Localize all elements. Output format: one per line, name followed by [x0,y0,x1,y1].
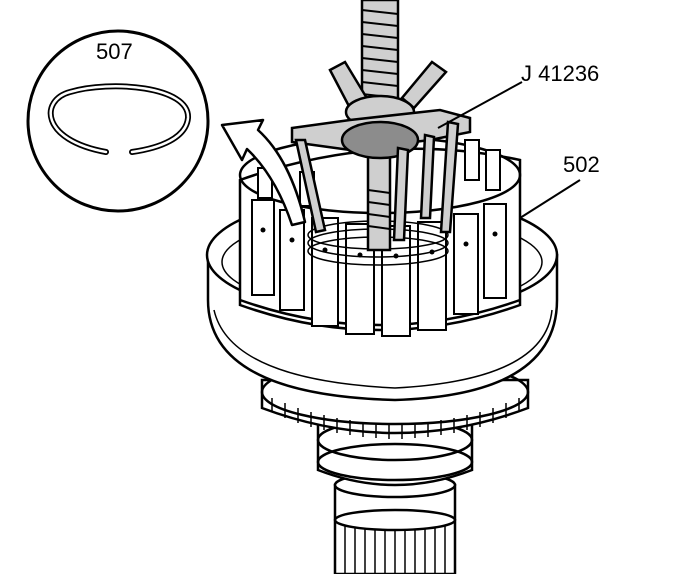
removal-arrow [220,118,307,227]
drum-fingers [251,139,507,337]
label-502: 502 [563,152,600,177]
gear-teeth [271,398,520,439]
label-j41236: J 41236 [521,61,599,86]
shaft-splines [344,525,446,574]
tool-legs [294,120,460,242]
leader-lines [437,81,581,219]
detail-circle [26,29,210,213]
rod-threads [361,9,399,230]
hub-collar [316,418,474,487]
label-507: 507 [96,39,133,64]
